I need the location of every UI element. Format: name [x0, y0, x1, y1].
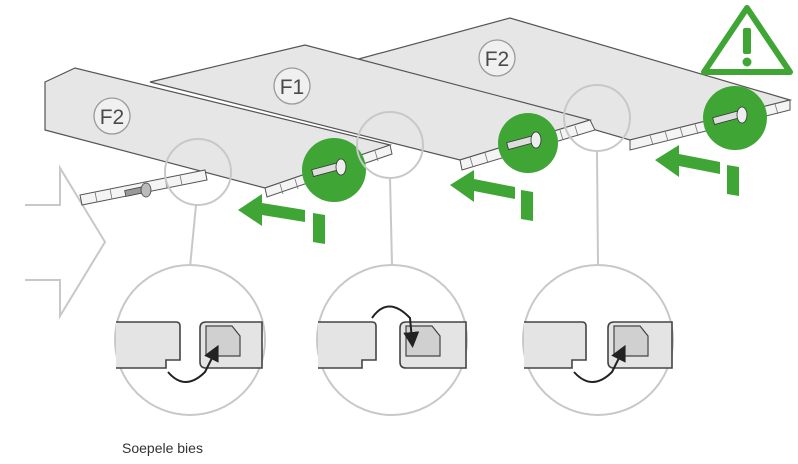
focus-circle-1	[164, 138, 232, 206]
flip-arrow-icon	[573, 344, 626, 383]
screw-highlight-2	[498, 113, 558, 173]
detail-circle-2	[316, 264, 468, 416]
panel-label-f1: F1	[280, 76, 305, 99]
push-arrow-icon	[450, 170, 533, 221]
screw-highlight-1	[302, 138, 366, 202]
panel-label-f2-front: F2	[100, 106, 125, 129]
detail-circle-3	[522, 264, 674, 416]
flip-arrow-icon	[167, 344, 219, 383]
detail-circle-1	[114, 264, 266, 416]
caption-soepele-bies: Soepele bies	[122, 440, 203, 456]
push-arrow-icon	[655, 145, 739, 196]
push-arrow-icon	[238, 194, 325, 244]
screw-highlight-3	[703, 86, 767, 150]
panel-label-f2-back: F2	[485, 48, 510, 71]
flip-arrow-icon	[371, 305, 420, 348]
warning-icon	[701, 5, 793, 75]
direction-arrow-icon	[0, 164, 107, 320]
